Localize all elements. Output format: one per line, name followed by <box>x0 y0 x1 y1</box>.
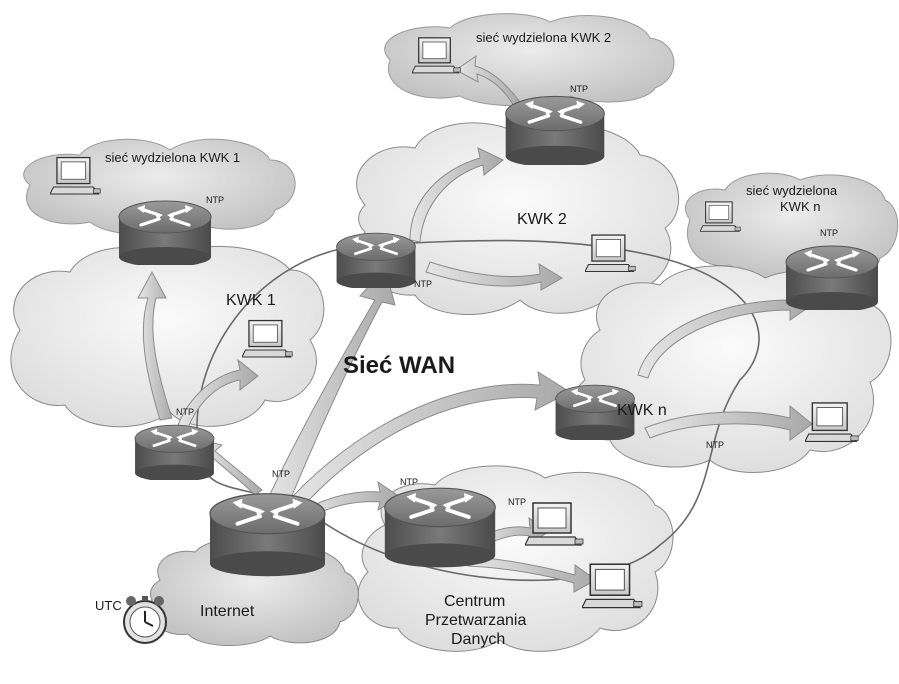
router-cpd <box>385 488 495 567</box>
label-sub-kwk1: sieć wydzielona KWK 1 <box>105 150 240 165</box>
router-kwk1-sub <box>117 199 213 265</box>
router-kwkn-sub <box>784 244 880 310</box>
cloud-sub-kwk1 <box>23 138 296 236</box>
ntp-label: NTP <box>508 497 526 507</box>
cloud-sub-kwk2 <box>384 13 675 107</box>
ntp-label: NTP <box>400 477 418 487</box>
router-kwk2-sub <box>503 94 607 165</box>
sync-arrows <box>137 54 813 593</box>
label-cpd-1: Centrum <box>444 593 505 610</box>
ntp-label: NTP <box>206 195 224 205</box>
label-sub-kwk2: sieć wydzielona KWK 2 <box>476 30 611 45</box>
label-kwkn: KWK n <box>617 402 667 419</box>
ntp-label: NTP <box>414 279 432 289</box>
ntp-label: NTP <box>706 440 724 450</box>
label-utc: UTC <box>95 598 122 613</box>
diagram-title: Sieć WAN <box>343 352 455 379</box>
ntp-label: NTP <box>176 407 194 417</box>
label-kwk2: KWK 2 <box>517 211 567 228</box>
label-cpd-2: Przetwarzania <box>425 612 526 629</box>
label-sub-kwkn-1: sieć wydzielona <box>746 183 838 198</box>
label-internet: Internet <box>200 603 255 620</box>
router-core <box>210 494 325 577</box>
label-kwk1: KWK 1 <box>226 292 276 309</box>
ntp-label: NTP <box>272 469 290 479</box>
label-cpd-3: Danych <box>451 631 505 648</box>
clock-icon <box>123 596 167 644</box>
router-wan-kwk2 <box>334 231 418 288</box>
router-wan-kwk1 <box>133 423 216 480</box>
ntp-label: NTP <box>820 228 838 238</box>
label-sub-kwkn-2: KWK n <box>780 199 820 214</box>
ntp-label: NTP <box>570 84 588 94</box>
